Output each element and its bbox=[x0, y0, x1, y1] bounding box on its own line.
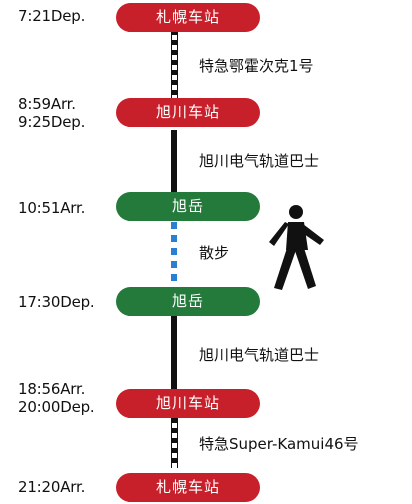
walking-person-icon bbox=[269, 205, 324, 290]
stop-time-1: 7:21Dep. bbox=[18, 7, 86, 25]
route-line-bus-2 bbox=[171, 316, 177, 392]
stop-time-2: 8:59Arr. 9:25Dep. bbox=[18, 95, 86, 131]
route-line-train-2 bbox=[171, 418, 178, 468]
route-line-bus-1 bbox=[171, 130, 177, 192]
route-line-walk bbox=[171, 222, 177, 290]
stop-time-6: 21:20Arr. bbox=[18, 478, 86, 496]
route-line-train-1 bbox=[171, 30, 178, 98]
station-asahikawa-2: 旭川车站 bbox=[116, 389, 260, 418]
stop-time-5: 18:56Arr. 20:00Dep. bbox=[18, 380, 95, 416]
leg-label-bus-1: 旭川电气轨道巴士 bbox=[199, 152, 320, 170]
station-sapporo-end: 札幌车站 bbox=[116, 473, 260, 502]
leg-label-train-2: 特急Super-Kamui46号 bbox=[199, 435, 359, 453]
leg-label-train-1: 特急鄂霍次克1号 bbox=[199, 57, 314, 75]
station-asahidake-1: 旭岳 bbox=[116, 192, 260, 221]
leg-label-walk: 散步 bbox=[199, 244, 230, 262]
leg-label-bus-2: 旭川电气轨道巴士 bbox=[199, 346, 320, 364]
station-asahidake-2: 旭岳 bbox=[116, 287, 260, 316]
stop-time-4: 17:30Dep. bbox=[18, 293, 95, 311]
station-sapporo-start: 札幌车站 bbox=[116, 3, 260, 32]
stop-time-3: 10:51Arr. bbox=[18, 199, 86, 217]
station-asahikawa-1: 旭川车站 bbox=[116, 98, 260, 127]
